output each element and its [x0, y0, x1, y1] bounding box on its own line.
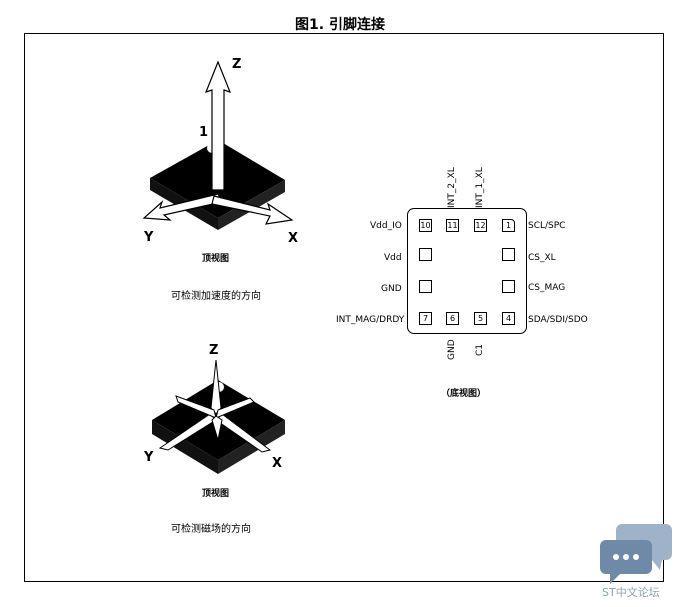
pin-vdd — [419, 248, 432, 261]
axis-x-label: X — [288, 231, 299, 246]
pin-1: 1 — [502, 219, 515, 232]
axis-z-label: Z — [232, 57, 242, 72]
label-vdd: Vdd — [384, 253, 402, 263]
mag-axis-stars-icon — [158, 359, 272, 453]
accel-caption: 可检测加速度的方向 — [171, 291, 261, 302]
top-view-label-2: 顶视图 — [202, 489, 230, 499]
label-cs-xl: CS_XL — [528, 253, 556, 263]
label-sda-sdi-sdo: SDA/SDI/SDO — [528, 315, 588, 325]
label-cs-mag: CS_MAG — [528, 283, 566, 293]
label-gnd-bottom: GND — [447, 339, 457, 360]
axis-z-label-2: Z — [209, 343, 219, 358]
pin1-mark-label: 1 — [199, 125, 209, 140]
pin-11: 11 — [446, 219, 459, 232]
pin-4: 4 — [502, 312, 515, 325]
label-scl-spc: SCL/SPC — [528, 221, 566, 231]
label-c1: C1 — [475, 343, 485, 356]
top-view-label-1: 顶视图 — [202, 254, 230, 264]
axis-x-label-2: X — [272, 456, 283, 471]
label-vdd-io: Vdd_IO — [370, 221, 402, 231]
label-gnd-left: GND — [381, 284, 402, 294]
label-int-mag-drdy: INT_MAG/DRDY — [336, 315, 405, 325]
label-int1-xl: INT_1_XL — [475, 167, 485, 208]
bottom-view-package — [407, 208, 527, 334]
accel-axis-arrows-icon — [142, 60, 294, 225]
bottom-view-caption: （底视图） — [441, 389, 487, 399]
label-int2-xl: INT_2_XL — [447, 167, 457, 208]
pin-cs-xl — [502, 248, 515, 261]
figure-frame — [24, 33, 664, 582]
axis-y-label-2: Y — [144, 450, 154, 465]
mag-caption: 可检测磁场的方向 — [171, 524, 251, 535]
pin-cs-mag — [502, 280, 515, 293]
pin-7: 7 — [419, 312, 432, 325]
pin-5: 5 — [474, 312, 487, 325]
axis-y-label: Y — [144, 230, 154, 245]
pin-6: 6 — [446, 312, 459, 325]
pin-gnd-left — [419, 280, 432, 293]
pin-10: 10 — [419, 219, 432, 232]
pin-12: 12 — [474, 219, 487, 232]
watermark-text: ST中文论坛 — [602, 586, 660, 599]
figure-title: 图1. 引脚连接 — [295, 17, 385, 33]
chat-bubbles-icon — [600, 524, 672, 584]
